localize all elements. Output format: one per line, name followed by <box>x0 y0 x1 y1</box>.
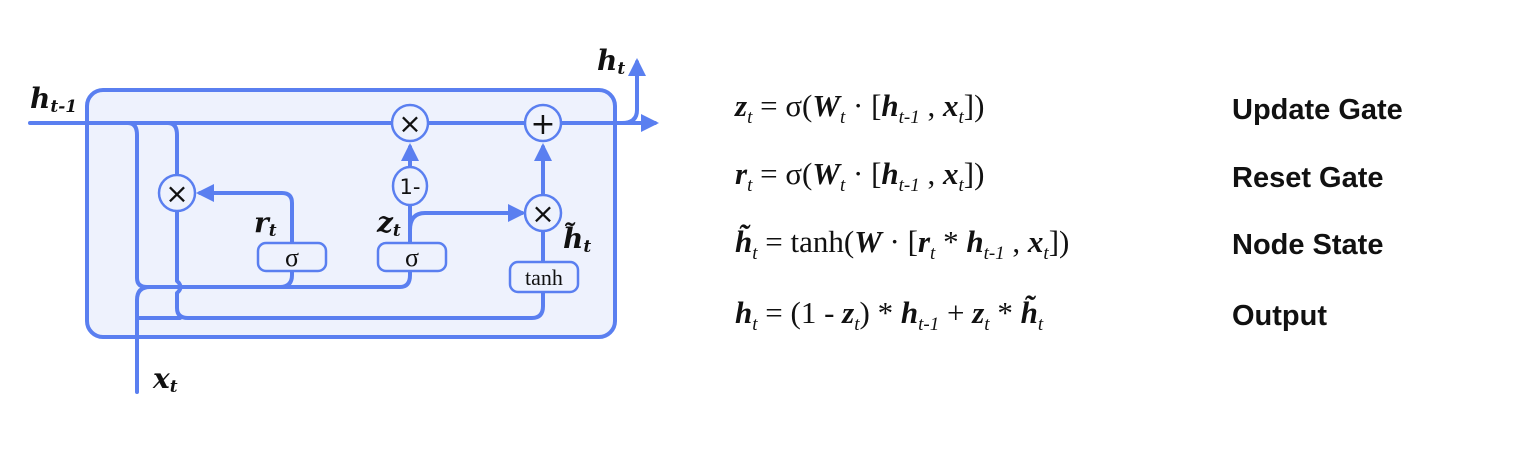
label-h-out: ht <box>597 44 625 79</box>
tanh-box: tanh <box>508 260 580 294</box>
to-reset-sigma <box>278 269 294 289</box>
equation-update: zt = σ(Wt · [ht-1 , xt]) <box>735 88 985 129</box>
label-update-gate: Update Gate <box>1232 94 1403 126</box>
reset-arrow <box>196 184 294 245</box>
mul-symbol: × <box>398 107 421 140</box>
one-minus-node: 1- <box>391 165 429 207</box>
label-output: Output <box>1232 300 1328 332</box>
z-to-mul-arrow <box>408 204 526 232</box>
label-node-state: Node State <box>1232 229 1384 261</box>
cell-box <box>85 88 617 339</box>
multiply-node-upper: × <box>390 103 430 143</box>
label-r: rt <box>254 206 277 241</box>
one-minus-symbol: 1- <box>400 175 421 199</box>
add-symbol: + <box>530 107 555 142</box>
multiply-node-candidate: × <box>523 193 563 233</box>
mul-symbol: × <box>531 197 554 230</box>
tanh-label: tanh <box>525 265 563 290</box>
sigma-box-reset: σ <box>256 241 328 273</box>
concat-line-upper <box>126 121 412 289</box>
sigma-box-update: σ <box>376 241 448 273</box>
label-z: zt <box>376 206 401 241</box>
output-arrow <box>620 58 646 125</box>
concat-line-lower <box>175 208 545 320</box>
sigma-label: σ <box>405 243 419 272</box>
sigma-label: σ <box>285 243 299 272</box>
mul-symbol: × <box>165 177 188 210</box>
equation-node-state: h̃t = tanh(W · [rt * ht-1 , xt]) <box>735 224 1070 265</box>
add-node: + <box>523 103 563 143</box>
label-h-prev: ht-1 <box>30 82 77 117</box>
label-h-tilde: h̃t <box>563 222 591 257</box>
equation-reset: rt = σ(Wt · [ht-1 , xt]) <box>735 156 985 197</box>
multiply-node-reset: × <box>157 173 197 213</box>
h-branch-reset <box>166 121 179 178</box>
x-input-line <box>135 285 152 394</box>
equation-output: ht = (1 - zt) * ht-1 + zt * h̃t <box>735 295 1044 336</box>
label-x: xt <box>152 362 178 397</box>
label-reset-gate: Reset Gate <box>1232 162 1384 194</box>
